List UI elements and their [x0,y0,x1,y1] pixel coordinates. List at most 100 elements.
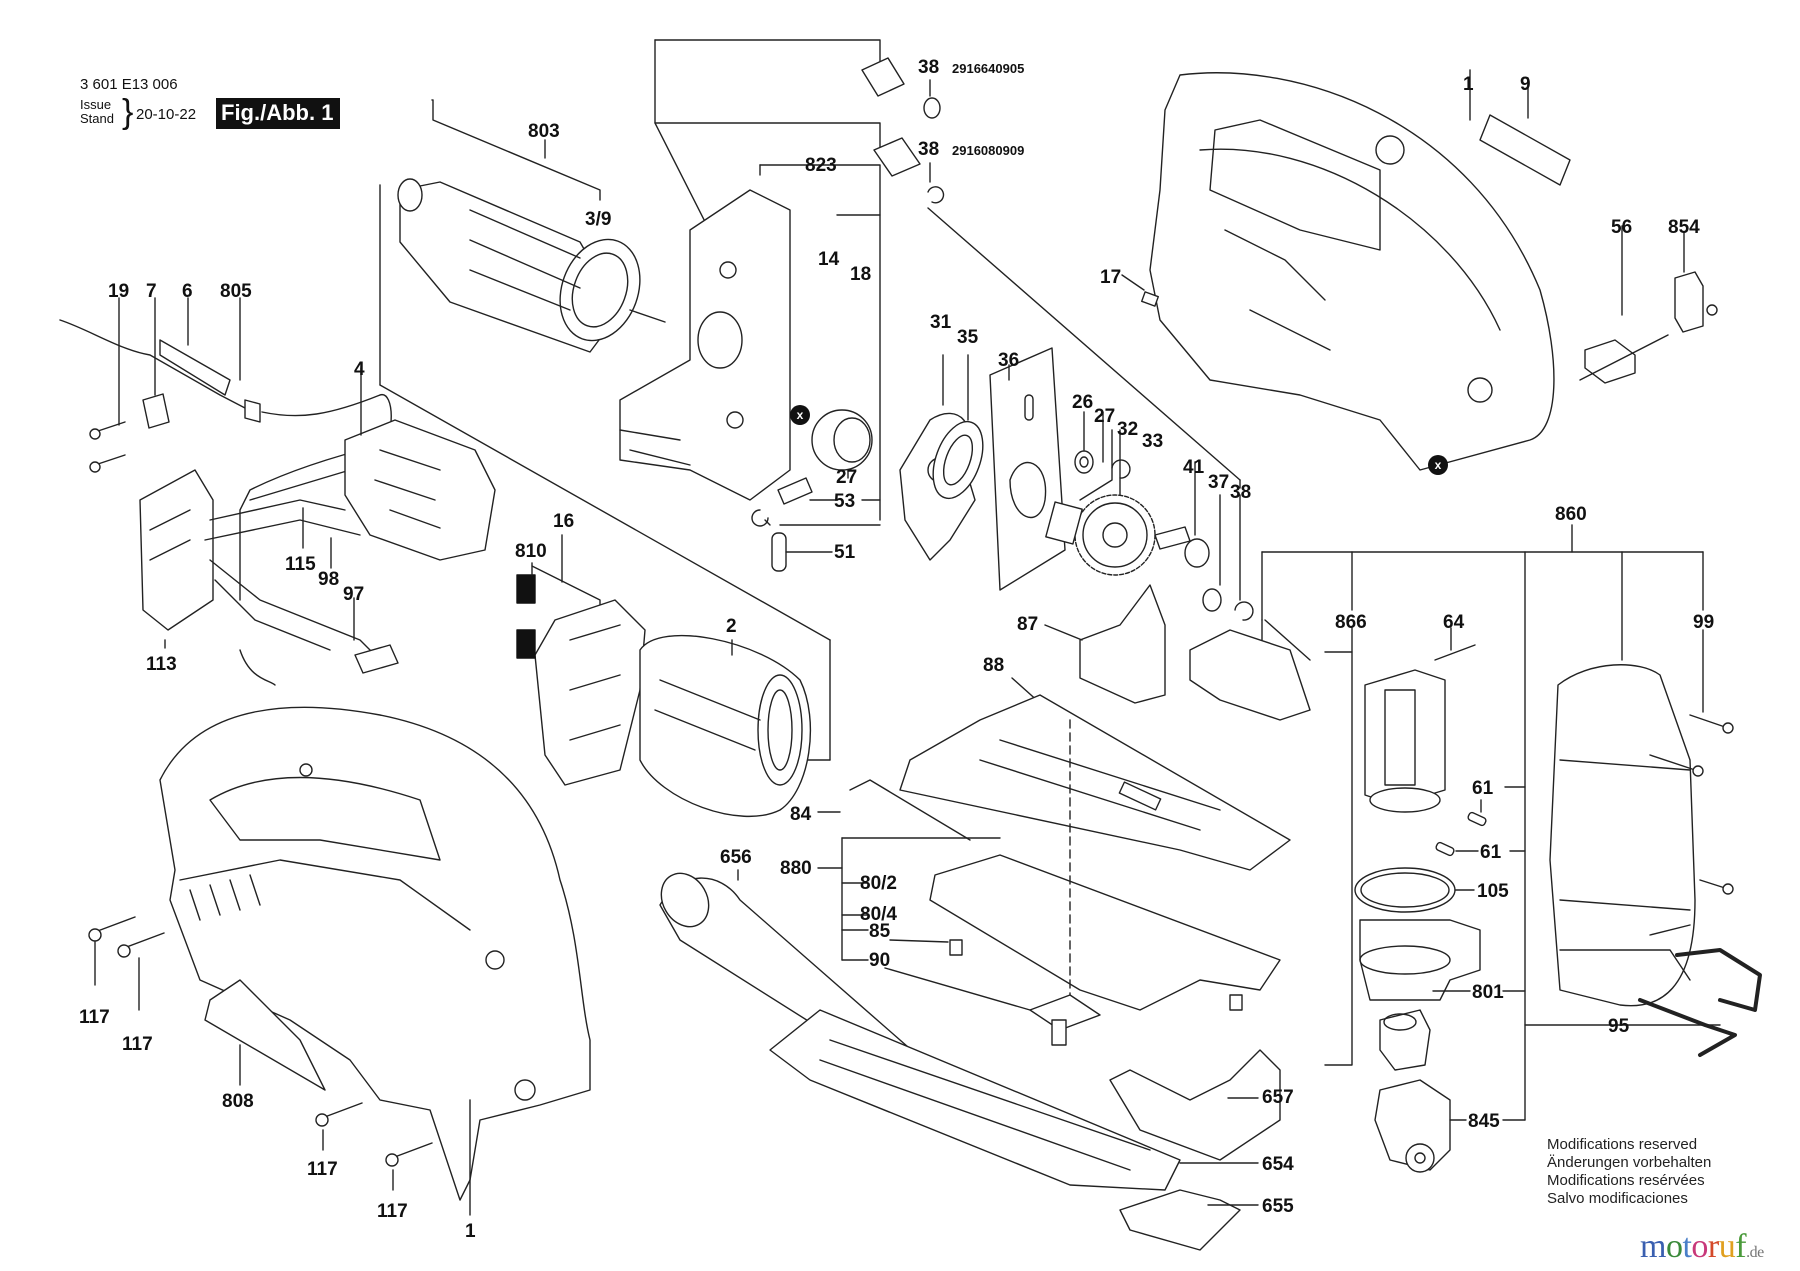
pin-53 [751,477,881,527]
wire-harness [204,499,399,686]
logo-letter: t [1682,1228,1692,1265]
callout-38-lower: 38 [1230,482,1252,503]
callout-80-4: 80/4 [860,904,897,925]
bracket-866 [1324,627,1353,1066]
callout-6: 6 [182,281,193,302]
callout-7: 7 [146,281,157,302]
callout-64: 64 [1443,612,1465,633]
callout-99: 99 [1693,612,1715,633]
label-808 [204,979,326,1091]
spring-61b [1435,841,1479,857]
callout-803: 803 [528,121,560,142]
callout-98: 98 [318,569,340,590]
circlip-27 [1102,411,1131,479]
logo-letter: u [1718,1228,1736,1265]
issue-label: Issue [80,97,112,112]
callout-84: 84 [790,804,812,825]
notice-line-es: Salvo modificaciones [1547,1190,1688,1207]
callout-27-bearing: 27 [836,467,858,488]
screws-19 [89,297,126,473]
callout-32: 32 [1117,419,1139,440]
base-plate [899,694,1291,871]
allen-key-84 [817,779,971,841]
x-marker-gear-housing: x [790,405,810,425]
callout-808: 808 [222,1091,254,1112]
screw-85 [889,939,963,956]
callout-16: 16 [553,511,575,532]
logo-suffix: .de [1746,1244,1764,1261]
power-cord [59,319,396,601]
callout-117-c: 117 [307,1159,338,1180]
part-655 [1119,1189,1259,1251]
callout-87: 87 [1017,614,1039,635]
ring-105 [1354,867,1475,913]
gear-33 [1074,429,1156,576]
sole-plate-880 [817,719,1281,1011]
callout-17: 17 [1100,267,1122,288]
callout-113: 113 [146,654,177,675]
pin-17 [1121,274,1159,307]
issue-labels: Issue Stand [80,98,114,126]
callout-85: 85 [869,921,891,942]
part-number-38-top: 2916640905 [952,61,1025,76]
callout-38-middle: 38 [918,139,940,160]
callout-88: 88 [983,655,1005,676]
notice-line-en: Modifications reserved [1547,1136,1698,1153]
callout-655: 655 [1262,1196,1294,1217]
callout-1-bottom: 1 [465,1221,476,1242]
callout-61-lower: 61 [1480,842,1502,863]
part-code: 3 601 E13 006 [80,76,178,93]
screws-99 [1649,629,1734,936]
logo-letter: o [1665,1228,1683,1265]
switch-56 [1584,225,1636,384]
cord-sleeve-6 [159,297,241,396]
housing-half-right [1149,69,1555,471]
callout-810: 810 [515,541,547,562]
logo-letter: r [1707,1228,1719,1265]
shaft-32 [1045,429,1113,545]
callout-823: 823 [805,155,837,176]
gear-housing-part [619,164,881,521]
washer-26 [1074,411,1094,474]
callout-845: 845 [1468,1111,1500,1132]
callout-61-upper: 61 [1472,778,1494,799]
callout-115: 115 [285,554,316,575]
housing-half-left [159,706,591,1201]
guide-piece [1189,619,1311,721]
switch-4 [344,367,496,561]
pin-51 [771,532,833,572]
callout-1-top: 1 [1463,74,1474,95]
callout-854: 854 [1668,217,1700,238]
pin-ring-bottom [873,137,1241,489]
cover-99 [1549,664,1696,1007]
armature-group-bracket [431,99,601,201]
callout-4: 4 [354,359,365,380]
motoruf-logo: motoruf.de [1640,1228,1764,1266]
bearing-part [811,409,873,479]
cover-657 [1109,1049,1281,1161]
pin-ring-top [861,57,941,119]
callout-51: 51 [834,542,856,563]
callout-3-9: 3/9 [585,209,612,230]
guide-87 [1044,584,1166,704]
clamp-90 [884,967,1101,1046]
part-number-38-middle: 2916080909 [952,143,1025,158]
lever-854 [1579,231,1718,381]
callout-801: 801 [1472,982,1504,1003]
logo-letter: o [1691,1228,1708,1265]
callout-31: 31 [930,312,952,333]
callout-657: 657 [1262,1087,1294,1108]
callout-56: 56 [1611,217,1633,238]
callout-866: 866 [1335,612,1367,633]
plate-35 [932,354,984,500]
logo-letter: m [1640,1228,1666,1265]
callout-18: 18 [850,264,872,285]
callout-117-b: 117 [122,1034,153,1055]
screws-117 [88,916,471,1216]
label-part-9 [1479,77,1571,186]
pin-41 [1154,461,1210,568]
callout-53: 53 [834,491,856,512]
notice-line-fr: Modifications resérvées [1547,1172,1705,1189]
washer-37 [1202,494,1222,612]
